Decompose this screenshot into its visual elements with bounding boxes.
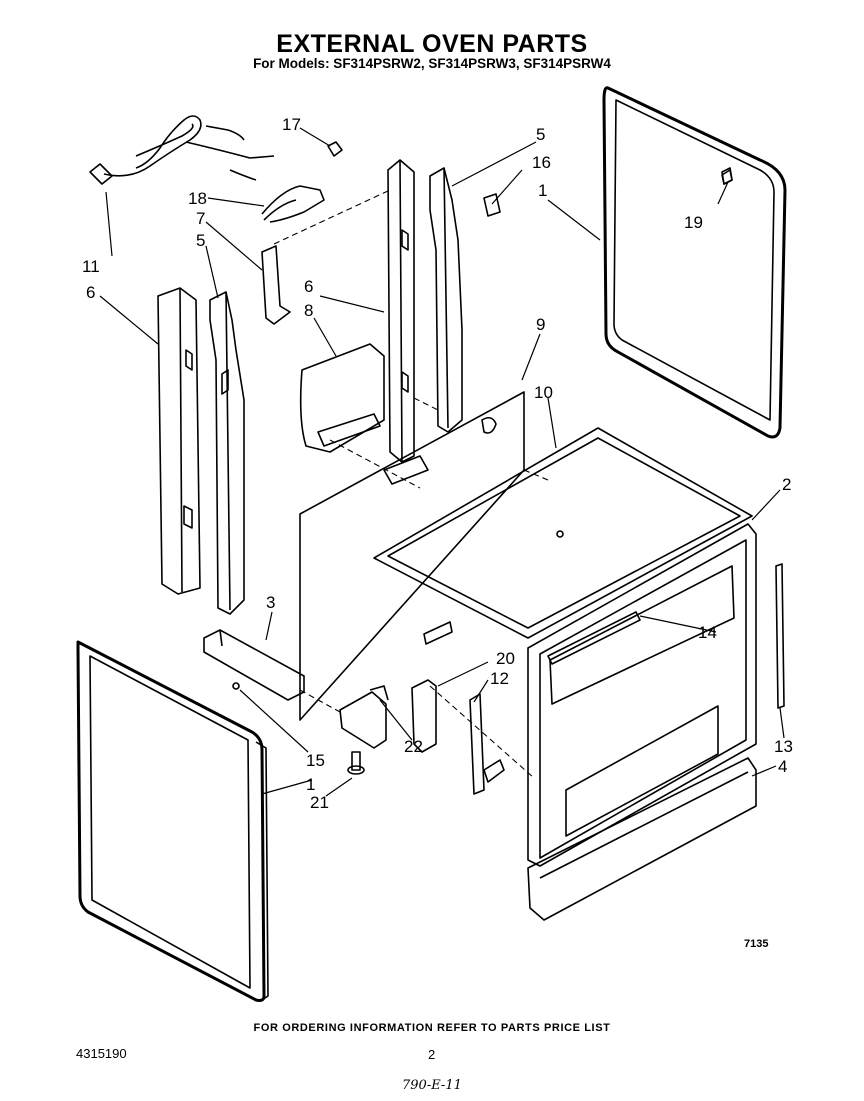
page-number: 2 — [428, 1047, 436, 1062]
callout-14: 14 — [698, 623, 717, 642]
part-11-power-cord — [89, 115, 275, 185]
callout-20: 20 — [496, 649, 515, 668]
callout-2: 2 — [782, 475, 791, 494]
part-6-center-channel — [387, 159, 415, 463]
part-1-left-side-panel — [76, 640, 269, 1002]
callout-16: 16 — [532, 153, 551, 172]
callout-6-left: 6 — [86, 283, 95, 302]
callout-12: 12 — [490, 669, 509, 688]
callout-4: 4 — [778, 757, 787, 776]
callout-9: 9 — [536, 315, 545, 334]
callout-13: 13 — [774, 737, 793, 756]
callout-3: 3 — [266, 593, 275, 612]
part-2-front-frame — [527, 523, 757, 867]
callout-5-left: 5 — [196, 231, 205, 250]
model-list: For Models: SF314PSRW2, SF314PSRW3, SF31… — [253, 56, 611, 71]
part-10-top-panel — [373, 427, 753, 639]
ordering-info-note: FOR ORDERING INFORMATION REFER TO PARTS … — [253, 1022, 611, 1034]
callout-19: 19 — [684, 213, 703, 232]
callout-17: 17 — [282, 115, 301, 134]
part-5-right-side-rail — [429, 167, 463, 433]
part-7-bracket — [261, 245, 291, 325]
drawing-id: 7135 — [744, 938, 769, 950]
alignment-lines — [273, 189, 549, 779]
part-15-screw — [232, 682, 240, 690]
callout-5-right: 5 — [536, 125, 545, 144]
callout-7: 7 — [196, 209, 205, 228]
part-4-kick-plate — [527, 757, 757, 921]
callout-15: 15 — [306, 751, 325, 770]
part-5-left-side-rail — [209, 291, 245, 615]
part-13-side-trim — [775, 563, 785, 709]
callout-21: 21 — [310, 793, 329, 812]
part-19-clip — [721, 167, 733, 185]
part-18-wire-harness — [261, 185, 325, 223]
part-1-right-side-panel — [602, 86, 787, 439]
handwritten-note: 790-E-11 — [402, 1078, 462, 1093]
callout-8: 8 — [304, 301, 313, 320]
part-16-clip — [483, 193, 501, 217]
part-8-vent-duct — [299, 343, 385, 453]
callout-1-left: 1 — [306, 775, 315, 794]
callout-6-center: 6 — [304, 277, 313, 296]
document-number: 4315190 — [76, 1046, 127, 1061]
callout-10: 10 — [534, 383, 553, 402]
callout-18: 18 — [188, 189, 207, 208]
part-21-leveling-leg — [347, 751, 365, 775]
callout-1-right: 1 — [538, 181, 547, 200]
part-12-hinge — [469, 693, 505, 795]
page-title: EXTERNAL OVEN PARTS — [276, 30, 588, 58]
callout-22: 22 — [404, 737, 423, 756]
part-22-leg-bracket — [339, 685, 389, 749]
part-6-left-side-channel — [157, 287, 201, 595]
leader-lines — [99, 127, 785, 797]
part-3-bottom-rail — [203, 629, 305, 701]
callout-11: 11 — [82, 257, 100, 276]
part-20-bracket — [411, 679, 437, 753]
part-17-clip — [327, 141, 343, 157]
part-14-strip — [547, 611, 641, 665]
